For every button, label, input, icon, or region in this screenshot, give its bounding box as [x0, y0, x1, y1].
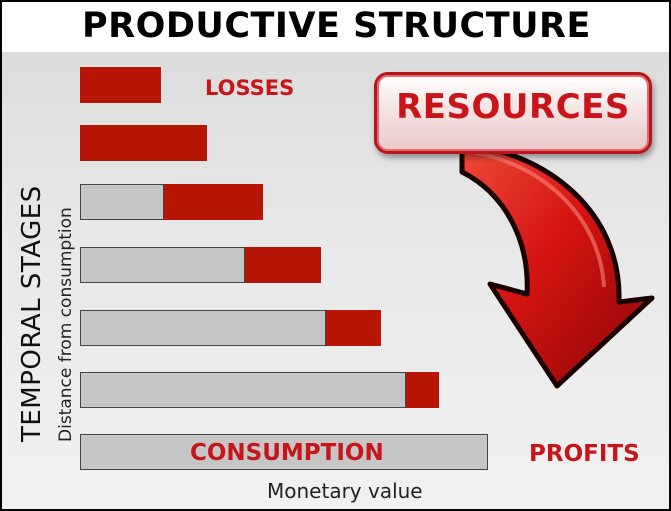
stage-6-loss-bar: [406, 372, 439, 408]
stage-5-loss-bar: [326, 310, 381, 346]
stage-1-loss-bar: [80, 67, 161, 103]
consumption-bar: [80, 434, 488, 470]
stage-3-value-bar: [80, 184, 164, 220]
losses-label: LOSSES: [205, 76, 295, 100]
consumption-label: CONSUMPTION: [190, 440, 384, 466]
resources-label: RESOURCES: [396, 87, 630, 127]
stage-6-value-bar: [80, 372, 406, 408]
profits-label: PROFITS: [529, 441, 640, 467]
stage-5-value-bar: [80, 310, 326, 346]
resources-badge: RESOURCES: [374, 72, 652, 154]
stage-3-loss-bar: [164, 184, 263, 220]
diagram-title: PRODUCTIVE STRUCTURE: [82, 6, 591, 46]
x-axis-title: Monetary value: [267, 479, 423, 503]
stage-4-loss-bar: [245, 247, 321, 283]
stage-4-value-bar: [80, 247, 245, 283]
stage-2-loss-bar: [80, 125, 207, 161]
